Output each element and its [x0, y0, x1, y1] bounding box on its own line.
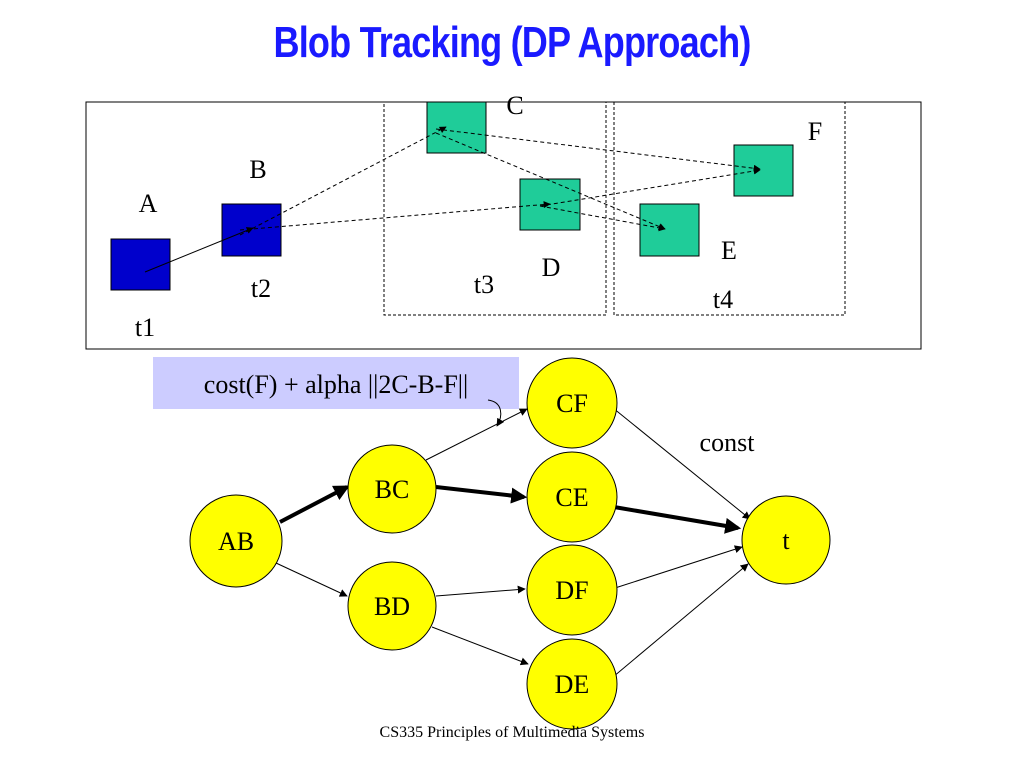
blob-e	[639, 203, 700, 257]
node-bc	[347, 444, 437, 534]
node-cf	[526, 357, 618, 449]
blob-label-a: A	[139, 189, 158, 218]
arrow-c-f	[435, 128, 761, 172]
blob-panel-frame	[85, 101, 922, 350]
arrow-d-f	[539, 167, 761, 207]
time-label-t3: t3	[474, 270, 494, 299]
node-label-t: t	[782, 526, 790, 555]
node-t	[741, 495, 831, 585]
edge-bc-ce	[435, 485, 528, 504]
arrow-b-c	[239, 126, 447, 236]
edge-de-t	[612, 563, 749, 678]
arrow-c-e	[435, 132, 666, 230]
edge-ab-bd	[275, 562, 348, 597]
blob-label-c: C	[506, 91, 523, 120]
node-de	[526, 638, 618, 730]
edge-cf-t	[612, 407, 751, 520]
blob-f	[733, 144, 794, 197]
node-ab	[189, 494, 283, 588]
arrow-a-b	[144, 227, 254, 273]
node-df	[526, 544, 618, 636]
cost-formula: cost(F) + alpha ||2C-B-F||	[204, 370, 468, 399]
arrow-b-d	[239, 201, 551, 231]
time-label-t4: t4	[713, 285, 733, 314]
node-label-de: DE	[555, 670, 590, 699]
blob-label-d: D	[542, 253, 561, 282]
edge-ab-bc	[279, 485, 350, 524]
blob-b	[221, 203, 282, 257]
edge-bd-de	[431, 626, 529, 666]
node-label-cf: CF	[556, 389, 588, 418]
slide-title: Blob Tracking (DP Approach)	[273, 18, 751, 67]
cost-box	[153, 357, 519, 409]
t4-window	[613, 101, 846, 316]
t3-window	[383, 101, 607, 316]
edge-ce-t	[613, 505, 742, 534]
node-label-bc: BC	[375, 475, 410, 504]
edge-bc-cf	[425, 408, 528, 461]
blob-c	[426, 101, 487, 154]
node-bd	[347, 561, 437, 651]
blob-label-f: F	[808, 117, 822, 146]
node-ce	[526, 451, 618, 543]
edge-bd-df	[435, 585, 526, 597]
const-label: const	[700, 428, 756, 457]
node-label-ab: AB	[218, 527, 254, 556]
edge-df-t	[614, 545, 743, 589]
node-label-df: DF	[555, 576, 588, 605]
slide-footer: CS335 Principles of Multimedia Systems	[379, 724, 645, 741]
blob-label-e: E	[721, 236, 737, 265]
time-label-t1: t1	[135, 313, 155, 342]
time-label-t2: t2	[251, 274, 271, 303]
arrow-d-e	[539, 205, 666, 232]
blob-label-b: B	[249, 155, 266, 184]
node-label-bd: BD	[374, 592, 410, 621]
node-label-ce: CE	[555, 483, 588, 512]
blob-a	[110, 238, 171, 291]
